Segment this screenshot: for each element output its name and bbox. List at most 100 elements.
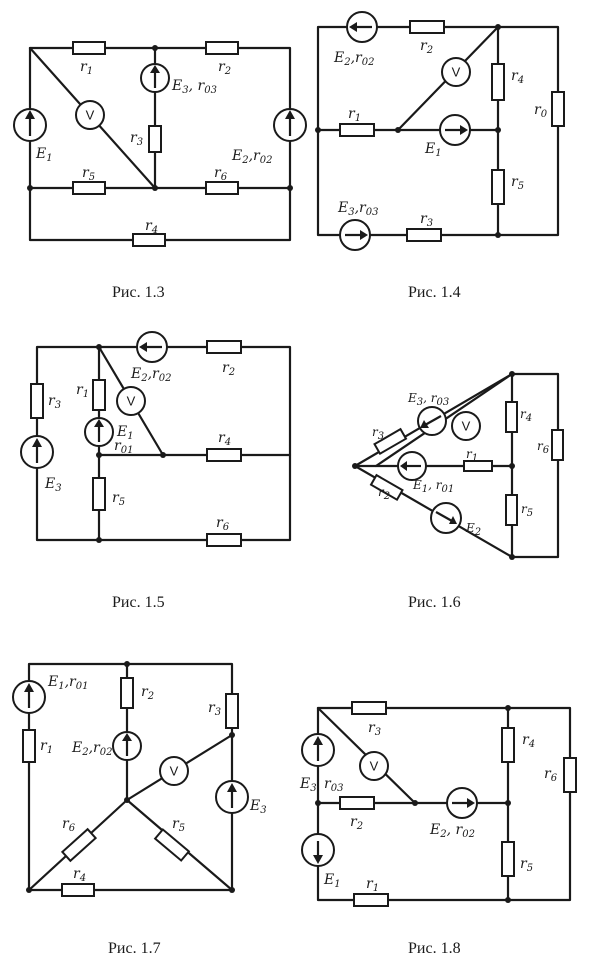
fig13-junction: [287, 185, 293, 191]
svg-text:r03: r03: [324, 776, 343, 794]
fig15-resistor-r5: [92, 477, 106, 511]
fig16-label-r2: r: [378, 485, 385, 499]
fig17-label-r6: r: [62, 816, 70, 832]
svg-text:E2: E2: [465, 521, 481, 538]
svg-text:E2,r02: E2,r02: [71, 740, 113, 758]
fig18-label-r03: r: [324, 776, 332, 792]
caption-fig-1-8: Рис. 1.8: [408, 940, 461, 957]
fig13-junction: [152, 45, 158, 51]
fig17-resistor-r4: [61, 883, 95, 897]
fig13-junction: [152, 185, 158, 191]
fig14-junction: [395, 127, 401, 133]
fig16-label-e3-sub: 3: [417, 397, 423, 408]
fig15-source-e1: [84, 417, 114, 447]
fig13-label-e2-r-sub: 02: [260, 155, 273, 166]
svg-text:E1,r01: E1,r01: [47, 674, 89, 692]
caption-fig-1-7: Рис. 1.7: [108, 940, 161, 957]
fig15-resistor-r2: [206, 340, 242, 354]
fig14-label-r5: r: [511, 174, 519, 190]
fig14-label-e2-r: ,r: [351, 50, 363, 66]
svg-text:r6: r6: [544, 766, 558, 784]
svg-text:r5: r5: [112, 490, 125, 508]
fig14-label-e2: E: [333, 50, 344, 66]
svg-text:r3: r3: [130, 130, 143, 148]
fig18-label-r2-sub: 2: [356, 821, 363, 832]
svg-text:E2,r02: E2,r02: [130, 366, 172, 384]
fig13-resistor-r4: [132, 233, 166, 247]
fig15-label-e2-r-sub: 02: [159, 373, 172, 384]
fig13-label-r1: r: [80, 59, 88, 75]
fig14-label-r4: r: [511, 68, 519, 84]
fig17-junction: [124, 661, 130, 667]
fig15-source-e2: [136, 331, 168, 363]
fig17-label-e3: E: [249, 798, 260, 814]
svg-text:r1: r1: [76, 382, 89, 400]
svg-text:r3: r3: [372, 425, 384, 442]
fig13-label-r6-sub: 6: [221, 172, 228, 183]
fig15-label-e1: E: [116, 424, 127, 440]
svg-text:r6: r6: [537, 439, 550, 456]
fig17-label-r4-sub: 4: [79, 873, 86, 884]
fig16-resistor-r1: [463, 460, 493, 472]
fig17-resistor-r1: [22, 729, 36, 763]
fig14-source-e3: [339, 219, 371, 251]
fig15-voltmeter: V: [116, 386, 146, 416]
fig14-label-r0-sub: 0: [541, 109, 548, 120]
fig16-source-e1: [397, 451, 427, 481]
fig13-label-r4-sub: 4: [151, 225, 158, 236]
fig16-label-r4: r: [520, 407, 527, 421]
svg-text:r5: r5: [521, 502, 533, 519]
fig16-r6-loop: [510, 372, 560, 559]
fig15-label-r6-sub: 6: [223, 522, 230, 533]
fig16-resistor-r5: [505, 494, 518, 526]
fig13-label-r2: r: [218, 59, 226, 75]
fig16-source-e3: [417, 406, 447, 436]
fig14-label-e1-sub: 1: [435, 148, 441, 159]
fig13-label-e2: E: [231, 148, 242, 164]
fig15-label-e2: E: [130, 366, 141, 382]
fig15-resistor-r4: [206, 448, 242, 462]
fig15-label-r01-sub: 01: [121, 445, 134, 456]
svg-text:r4: r4: [73, 866, 86, 884]
fig17-label-r3: r: [208, 700, 216, 716]
svg-text:r2: r2: [378, 485, 390, 502]
fig16-label-r5-sub: 5: [527, 508, 533, 519]
svg-text:r4: r4: [522, 732, 535, 750]
fig16-resistor-r6: [551, 429, 564, 461]
fig14-label-e2-sub: 2: [343, 57, 350, 68]
svg-text:r4: r4: [511, 68, 524, 86]
svg-text:r2: r2: [222, 360, 235, 378]
fig18-label-r03-sub: 03: [331, 783, 344, 794]
fig14-resistor-r3: [406, 228, 442, 242]
fig14-label-r2: r: [420, 38, 428, 54]
fig15-label-e2-sub: 2: [140, 373, 147, 384]
figure-1-5: V E2,r02 r2 r3 r1 E1 r01 r4 E3 r5 r6: [20, 331, 292, 547]
fig15-source-e3: [20, 435, 54, 469]
fig15-label-r2-sub: 2: [228, 367, 235, 378]
fig17-label-e3-sub: 3: [260, 805, 266, 816]
fig13-junction: [27, 185, 33, 191]
fig17-resistor-r6: [60, 827, 98, 863]
svg-text:r4: r4: [520, 407, 532, 424]
fig13-source-e3: [140, 63, 170, 93]
fig15-label-r5-sub: 5: [119, 497, 125, 508]
fig13-resistor-r5: [72, 181, 106, 195]
fig17-resistor-r5: [153, 828, 191, 862]
fig17-label-r5: r: [172, 816, 180, 832]
fig15-label-r2: r: [222, 360, 230, 376]
fig18-label-r6-sub: 6: [551, 773, 558, 784]
fig18-resistor-r4: [501, 727, 515, 763]
fig18-label-e3-sub: 3: [310, 783, 316, 794]
fig17-label-r5-sub: 5: [179, 823, 185, 834]
fig17-source-e3: [215, 780, 249, 814]
fig16-junction: [509, 554, 515, 560]
fig16-label-r4-sub: 4: [525, 413, 532, 424]
fig17-label-e1: E: [47, 674, 58, 690]
fig13-voltmeter-label: V: [86, 108, 95, 123]
fig17-resistor-r2: [120, 677, 134, 709]
fig16-label-r6-sub: 6: [543, 445, 550, 456]
fig18-label-r1: r: [366, 876, 374, 892]
fig14-label-r1-sub: 1: [355, 113, 361, 124]
fig16-resistor-r3: [373, 427, 408, 456]
